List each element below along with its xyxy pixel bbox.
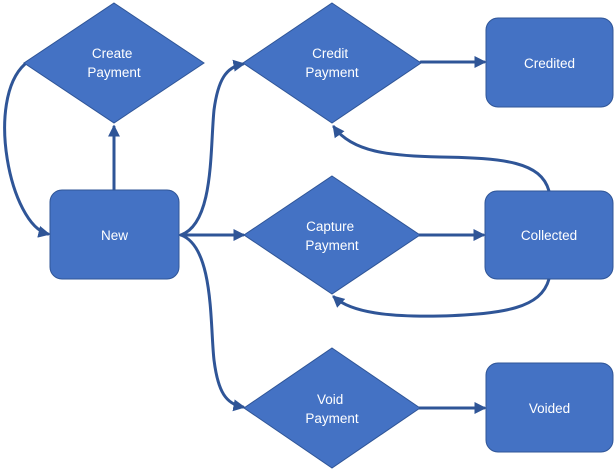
rounded-rect-shape: [485, 17, 614, 108]
svg-text:Credited: Credited: [524, 56, 575, 71]
node-create-payment: Create Payment: [23, 2, 205, 124]
edge-new-to-credit-payment: [179, 59, 246, 237]
edge-new-to-void-payment: [179, 233, 246, 412]
edge-create-payment-to-new: [3, 62, 51, 238]
rounded-rect-shape: [49, 189, 180, 280]
diamond-shape: [23, 2, 205, 124]
svg-text:Credit Payment: Credit Payment: [305, 46, 359, 80]
node-capture-payment: Capture Payment: [243, 175, 421, 295]
diamond-shape: [243, 175, 421, 295]
node-credit-payment: Credit Payment: [242, 2, 422, 124]
node-new: New: [49, 189, 180, 280]
node-void-payment: Void Payment: [243, 347, 421, 469]
node-collected: Collected: [484, 190, 614, 280]
diamond-shape: [243, 347, 421, 469]
edge-collected-to-capture-payment: [332, 277, 551, 318]
node-label-line: Capture: [306, 219, 354, 234]
svg-text:Create Payment: Create Payment: [87, 46, 141, 80]
svg-text:Voided: Voided: [529, 401, 570, 416]
svg-text:Collected: Collected: [521, 228, 577, 243]
rounded-rect-shape: [484, 190, 614, 280]
node-label-line: Collected: [521, 228, 577, 243]
node-label-line: Credited: [524, 56, 575, 71]
node-label-line: Payment: [305, 411, 359, 426]
node-label-line: Create: [92, 46, 133, 61]
node-label-line: Void: [317, 392, 343, 407]
node-label-line: Payment: [305, 65, 359, 80]
node-label-line: Voided: [529, 401, 570, 416]
node-label-line: Payment: [87, 65, 141, 80]
rounded-rect-shape: [485, 362, 614, 453]
edges: [3, 56, 551, 414]
diamond-shape: [242, 2, 422, 124]
node-label-line: Credit: [312, 46, 348, 61]
svg-text:New: New: [101, 228, 128, 243]
svg-text:Void Payment: Void Payment: [305, 392, 359, 426]
node-voided: Voided: [485, 362, 614, 453]
edge-collected-to-credit-payment: [332, 125, 551, 193]
node-label-line: New: [101, 228, 128, 243]
node-label-line: Payment: [305, 238, 359, 253]
svg-text:Capture Payment: Capture Payment: [305, 219, 359, 253]
node-credited: Credited: [485, 17, 614, 108]
